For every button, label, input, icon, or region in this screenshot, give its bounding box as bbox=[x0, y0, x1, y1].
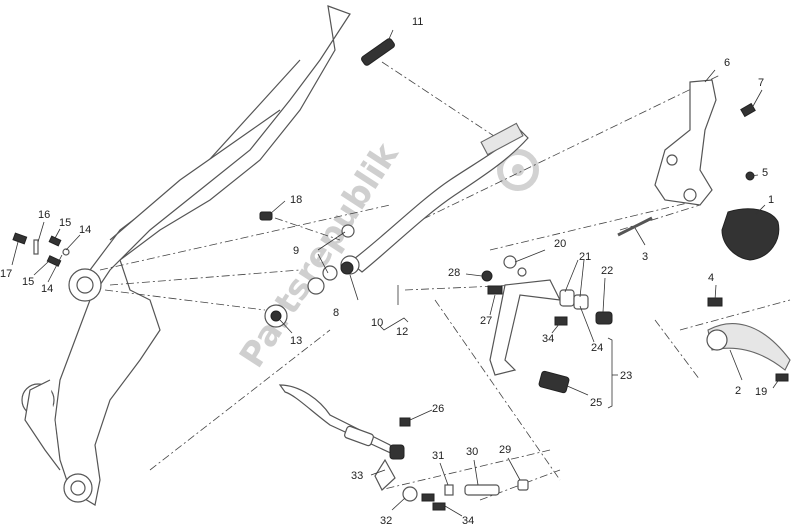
small-hardware-left bbox=[12, 232, 70, 267]
callout-15b: 15 bbox=[22, 276, 34, 288]
callout-16: 16 bbox=[38, 209, 50, 221]
callout-6: 6 bbox=[724, 57, 730, 69]
callout-18: 18 bbox=[290, 194, 302, 206]
callout-26: 26 bbox=[432, 403, 444, 415]
callout-25: 25 bbox=[590, 397, 602, 409]
washers-group bbox=[307, 224, 355, 295]
callout-8: 8 bbox=[333, 307, 339, 319]
callout-32: 32 bbox=[380, 515, 392, 527]
callout-24: 24 bbox=[591, 342, 603, 354]
gear-watermark-icon bbox=[497, 149, 539, 191]
callout-20: 20 bbox=[554, 238, 566, 250]
callout-7: 7 bbox=[758, 77, 764, 89]
callout-5: 5 bbox=[762, 167, 768, 179]
gear-linkage bbox=[481, 255, 613, 394]
callout-23: 23 bbox=[620, 370, 632, 382]
callout-34a: 34 bbox=[542, 333, 554, 345]
pin-3 bbox=[617, 216, 653, 237]
callout-labels: 1 2 3 4 5 6 7 8 9 10 11 12 13 14 14 15 1… bbox=[0, 16, 774, 527]
callout-33: 33 bbox=[351, 470, 363, 482]
shift-rod bbox=[278, 384, 529, 511]
callout-30: 30 bbox=[466, 446, 478, 458]
callout-22: 22 bbox=[601, 265, 613, 277]
callout-15a: 15 bbox=[59, 217, 71, 229]
callout-31: 31 bbox=[432, 450, 444, 462]
callout-1: 1 bbox=[768, 194, 774, 206]
brake-lever-part bbox=[340, 122, 529, 275]
pad-strip-part bbox=[361, 38, 395, 66]
leader-lines bbox=[11, 29, 781, 517]
footpeg-rubber bbox=[721, 208, 780, 261]
callout-17: 17 bbox=[0, 268, 12, 280]
rear-subframe bbox=[21, 5, 351, 506]
callout-19: 19 bbox=[755, 386, 767, 398]
callout-11: 11 bbox=[412, 16, 423, 28]
callout-29: 29 bbox=[499, 444, 511, 456]
callout-28: 28 bbox=[448, 267, 460, 279]
callout-14b: 14 bbox=[41, 283, 53, 295]
callout-27: 27 bbox=[480, 315, 492, 327]
callout-21: 21 bbox=[579, 251, 591, 263]
callout-34b: 34 bbox=[462, 515, 474, 527]
assembly-lines bbox=[99, 61, 791, 501]
callout-9: 9 bbox=[293, 245, 299, 257]
callout-4: 4 bbox=[708, 272, 714, 284]
footpeg-bracket bbox=[654, 79, 756, 206]
callout-14a: 14 bbox=[79, 224, 91, 236]
footpeg-2 bbox=[706, 297, 791, 382]
callout-2: 2 bbox=[735, 385, 741, 397]
callout-13: 13 bbox=[290, 335, 302, 347]
callout-12: 12 bbox=[396, 326, 408, 338]
callout-3: 3 bbox=[642, 251, 648, 263]
callout-10: 10 bbox=[371, 317, 383, 329]
bolt-18 bbox=[259, 211, 273, 221]
